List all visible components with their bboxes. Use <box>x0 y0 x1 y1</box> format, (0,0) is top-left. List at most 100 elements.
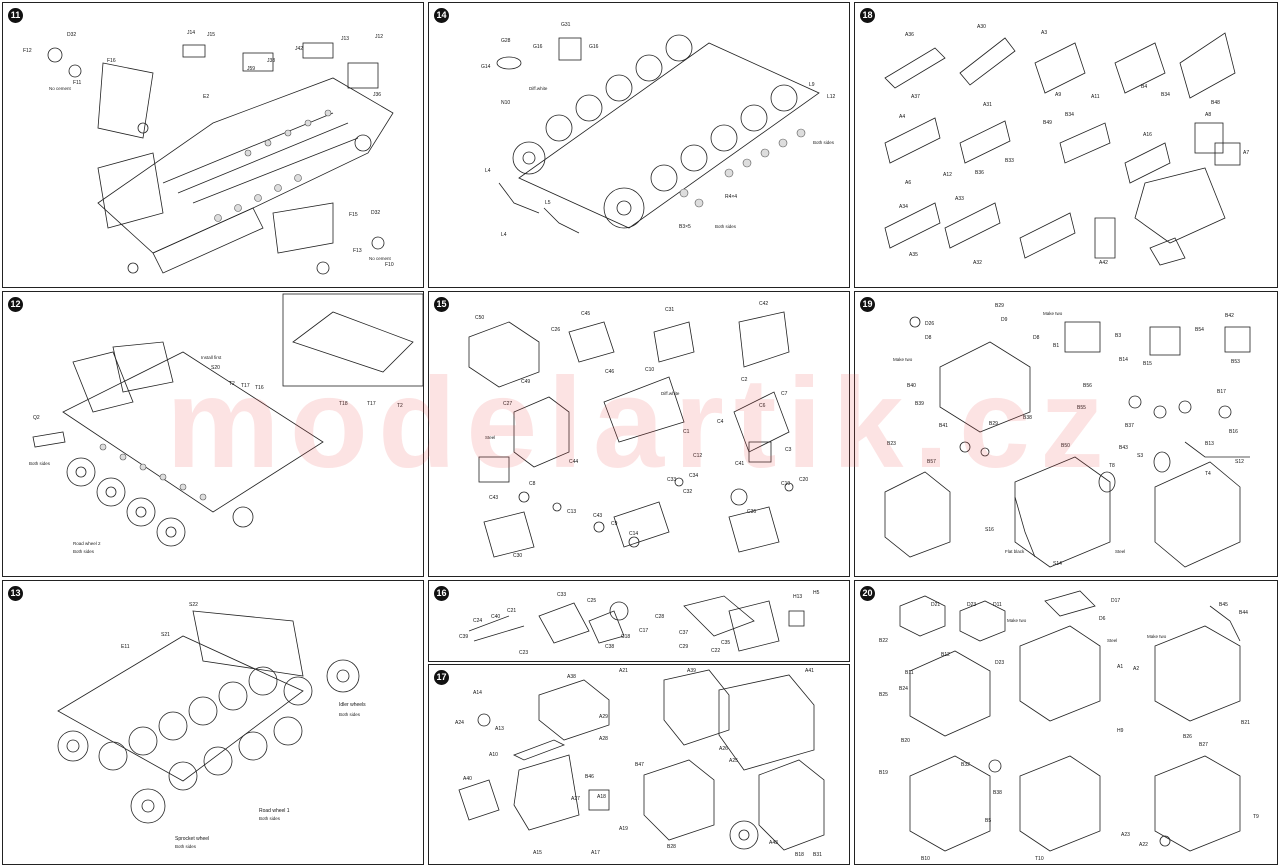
engine-assembly-drawing <box>884 316 1251 568</box>
instruction-note: Both sides <box>73 549 95 554</box>
step-number: 11 <box>8 8 23 23</box>
transmission-parts-drawing <box>468 311 794 558</box>
part-label: B38 <box>1023 415 1032 421</box>
part-label: H5 <box>813 590 820 596</box>
part-label: T4 <box>1205 471 1211 477</box>
part-label: S16 <box>985 527 994 533</box>
part-label: B20 <box>901 738 910 744</box>
part-label: B36 <box>975 170 984 176</box>
part-label: C26 <box>551 327 561 333</box>
part-label: C50 <box>475 315 485 321</box>
instruction-note: Make two <box>1043 311 1063 316</box>
part-label: S20 <box>211 365 220 371</box>
part-label: D11 <box>993 602 1002 608</box>
part-label: A37 <box>911 94 920 100</box>
part-label: B32 <box>961 762 970 768</box>
part-label: B34 <box>1065 112 1074 118</box>
part-label: B16 <box>1229 429 1238 435</box>
part-label: B48 <box>1211 100 1220 106</box>
part-label: S21 <box>161 632 170 638</box>
part-label: L9 <box>809 82 815 88</box>
part-label: A23 <box>1121 832 1130 838</box>
part-label: G14 <box>481 64 491 70</box>
part-label: A38 <box>567 674 576 680</box>
part-label: Sprocket wheel <box>175 836 210 842</box>
part-label: B23 <box>887 441 896 447</box>
instruction-note: Make two <box>1007 618 1027 623</box>
part-label: A8 <box>1205 112 1212 118</box>
part-label: D26 <box>925 321 935 327</box>
part-label: A3 <box>1041 30 1048 36</box>
instruction-note: Install first <box>201 355 222 360</box>
part-label: C17 <box>639 628 649 634</box>
part-label: T17 <box>367 401 376 407</box>
instruction-note: Steel <box>485 435 496 440</box>
part-label: C28 <box>655 614 665 620</box>
hull-assembly-drawing <box>47 42 394 275</box>
part-label: C21 <box>507 608 517 614</box>
part-label: B13 <box>1205 441 1214 447</box>
part-label: D6 <box>1099 616 1106 622</box>
part-label: D23 <box>995 660 1005 666</box>
part-label: A1 <box>1117 664 1124 670</box>
part-label: D9 <box>1001 317 1008 323</box>
part-label: Road wheel 1 <box>259 808 290 814</box>
part-label: C43 <box>593 513 603 519</box>
instruction-note: Both sides <box>29 461 51 466</box>
part-label: C43 <box>489 495 499 501</box>
part-label: B46 <box>585 774 594 780</box>
part-label: B5 <box>985 818 992 824</box>
part-label: C14 <box>629 531 639 537</box>
part-label: C38 <box>605 644 615 650</box>
part-label: A33 <box>955 196 964 202</box>
part-label: B40 <box>907 383 916 389</box>
part-label: C8 <box>529 481 536 487</box>
part-label: B54 <box>1195 327 1204 333</box>
part-label: B43 <box>1119 445 1128 451</box>
part-label: H9 <box>1117 728 1124 734</box>
gearbox-parts-drawing <box>468 595 805 652</box>
part-label: Q2 <box>33 415 40 421</box>
part-label: C40 <box>491 614 501 620</box>
part-label: C46 <box>605 369 615 375</box>
part-label: C18 <box>621 634 631 640</box>
part-label: B1 <box>1053 343 1060 349</box>
part-label: C44 <box>569 459 579 465</box>
part-label: C35 <box>721 640 731 646</box>
part-label: B18 <box>795 852 804 858</box>
part-label: C7 <box>781 391 788 397</box>
instruction-note: Make two <box>893 357 913 362</box>
part-label: A13 <box>495 726 504 732</box>
part-label: D32 <box>67 32 77 38</box>
part-label: C1 <box>683 429 690 435</box>
step-12-panel: 12 S20 T2 T17 T16 Q2 T18 T17 T2 Install … <box>2 291 424 577</box>
part-label: A12 <box>943 172 952 178</box>
part-label: E11 <box>121 644 130 650</box>
part-label: A6 <box>905 180 912 186</box>
part-label: D8 <box>1033 335 1040 341</box>
step-14-panel: 14 G28 G31 G16 G16 G14 N10 L9 L12 L4 L5 … <box>428 2 850 288</box>
step-number: 17 <box>434 670 449 685</box>
instruction-note: Both sides <box>339 712 361 717</box>
part-label: A22 <box>1139 842 1148 848</box>
part-label: T18 <box>339 401 348 407</box>
part-label: A29 <box>599 714 608 720</box>
part-label: B31 <box>813 852 822 858</box>
part-label: G16 <box>589 44 599 50</box>
part-label: A34 <box>899 204 908 210</box>
part-label: B11 <box>905 670 914 676</box>
part-label: D21 <box>931 602 941 608</box>
engine-final-drawing <box>899 590 1241 852</box>
part-label: B27 <box>1199 742 1208 748</box>
part-label: C6 <box>759 403 766 409</box>
part-label: A40 <box>463 776 472 782</box>
part-label: A11 <box>1091 94 1100 100</box>
part-label: S3 <box>1137 453 1144 459</box>
part-label: J36 <box>373 92 382 98</box>
part-label: B28 <box>667 844 676 850</box>
part-label: C30 <box>513 553 523 559</box>
part-label: F11 <box>73 80 82 86</box>
part-label: A42 <box>1099 260 1108 266</box>
part-label: B17 <box>1217 389 1226 395</box>
part-label: C32 <box>683 489 693 495</box>
